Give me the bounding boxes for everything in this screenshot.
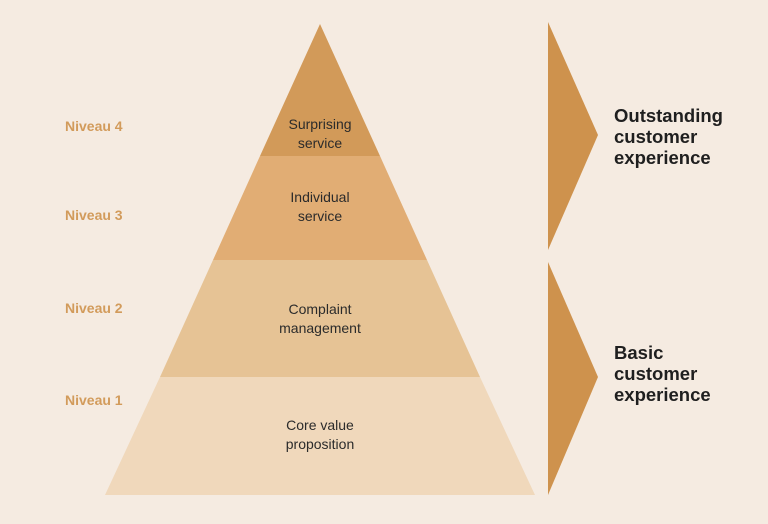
level-label-4: Niveau 4 bbox=[65, 118, 123, 134]
tier-1-shape bbox=[105, 377, 535, 495]
basic-chevron bbox=[548, 262, 598, 495]
level-label-2: Niveau 2 bbox=[65, 300, 123, 316]
tier-2-shape bbox=[160, 260, 480, 377]
outstanding-chevron bbox=[548, 22, 598, 250]
level-label-3: Niveau 3 bbox=[65, 207, 123, 223]
tier-4-shape bbox=[260, 24, 380, 156]
level-label-1: Niveau 1 bbox=[65, 392, 123, 408]
tier-3-shape bbox=[213, 156, 427, 260]
